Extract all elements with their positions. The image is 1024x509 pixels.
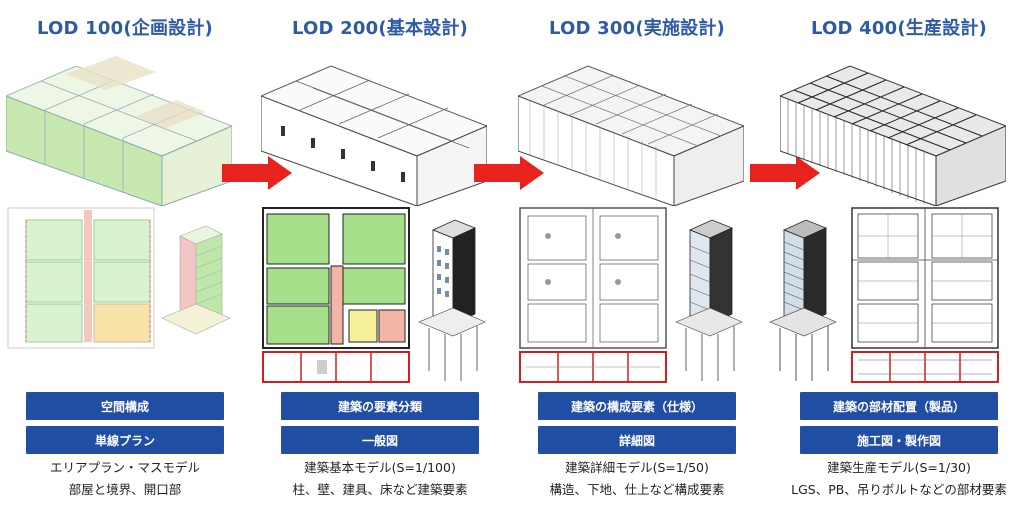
description-line-1: 建築生産モデル(S=1/30) <box>827 460 971 475</box>
stage-lod200: LOD 200(基本設計) <box>255 0 505 509</box>
description-line-1: 建築詳細モデル(S=1/50) <box>565 460 709 475</box>
detail-floor-plan <box>519 207 667 349</box>
detailed-design-model-illustration <box>518 65 744 206</box>
stage-title: LOD 300(実施設計) <box>549 18 725 39</box>
stage-title: LOD 200(基本設計) <box>292 18 468 39</box>
right-arrow-icon <box>222 156 292 190</box>
stage-lod400: LOD 400(生産設計) <box>769 0 1024 509</box>
tag-primary: 建築の部材配置（製品） <box>800 392 998 420</box>
stage-lod100: LOD 100(企画設計) <box>0 0 250 509</box>
tower-model-illustration <box>418 219 486 381</box>
stage-lod300: LOD 300(実施設計) <box>512 0 762 509</box>
tag-secondary: 単線プラン <box>26 426 224 454</box>
basic-design-model-illustration <box>261 65 487 206</box>
production-model-illustration <box>780 65 1006 206</box>
description-line-1: 建築基本モデル(S=1/100) <box>304 460 456 475</box>
stage-title: LOD 100(企画設計) <box>37 18 213 39</box>
description-line-2: 部屋と境界、開口部 <box>68 482 182 497</box>
stage-title: LOD 400(生産設計) <box>811 18 987 39</box>
section-elevation <box>519 351 667 383</box>
tag-primary: 建築の構成要素（仕様） <box>538 392 736 420</box>
single-line-plan <box>7 207 155 349</box>
tag-secondary: 詳細図 <box>538 426 736 454</box>
tower-detail-illustration <box>675 219 743 381</box>
tag-primary: 空間構成 <box>26 392 224 420</box>
section-elevation <box>262 351 410 383</box>
tag-secondary: 施工図・製作図 <box>800 426 998 454</box>
mass-model-illustration <box>6 56 232 206</box>
mass-tower-illustration <box>161 225 231 335</box>
tag-secondary: 一般図 <box>281 426 479 454</box>
tag-primary: 建築の要素分類 <box>281 392 479 420</box>
tower-production-illustration <box>769 219 837 381</box>
description-line-1: エリアプラン・マスモデル <box>49 460 200 475</box>
right-arrow-icon <box>474 156 544 190</box>
description-line-2: 構造、下地、仕上など構成要素 <box>549 482 725 497</box>
description-line-2: LGS、PB、吊りボルトなどの部材要素 <box>791 482 1007 497</box>
description-line-2: 柱、壁、建具、床など建築要素 <box>292 482 468 497</box>
right-arrow-icon <box>750 156 820 190</box>
section-elevation <box>851 351 999 383</box>
general-floor-plan <box>262 207 410 349</box>
construction-drawing <box>851 207 999 349</box>
